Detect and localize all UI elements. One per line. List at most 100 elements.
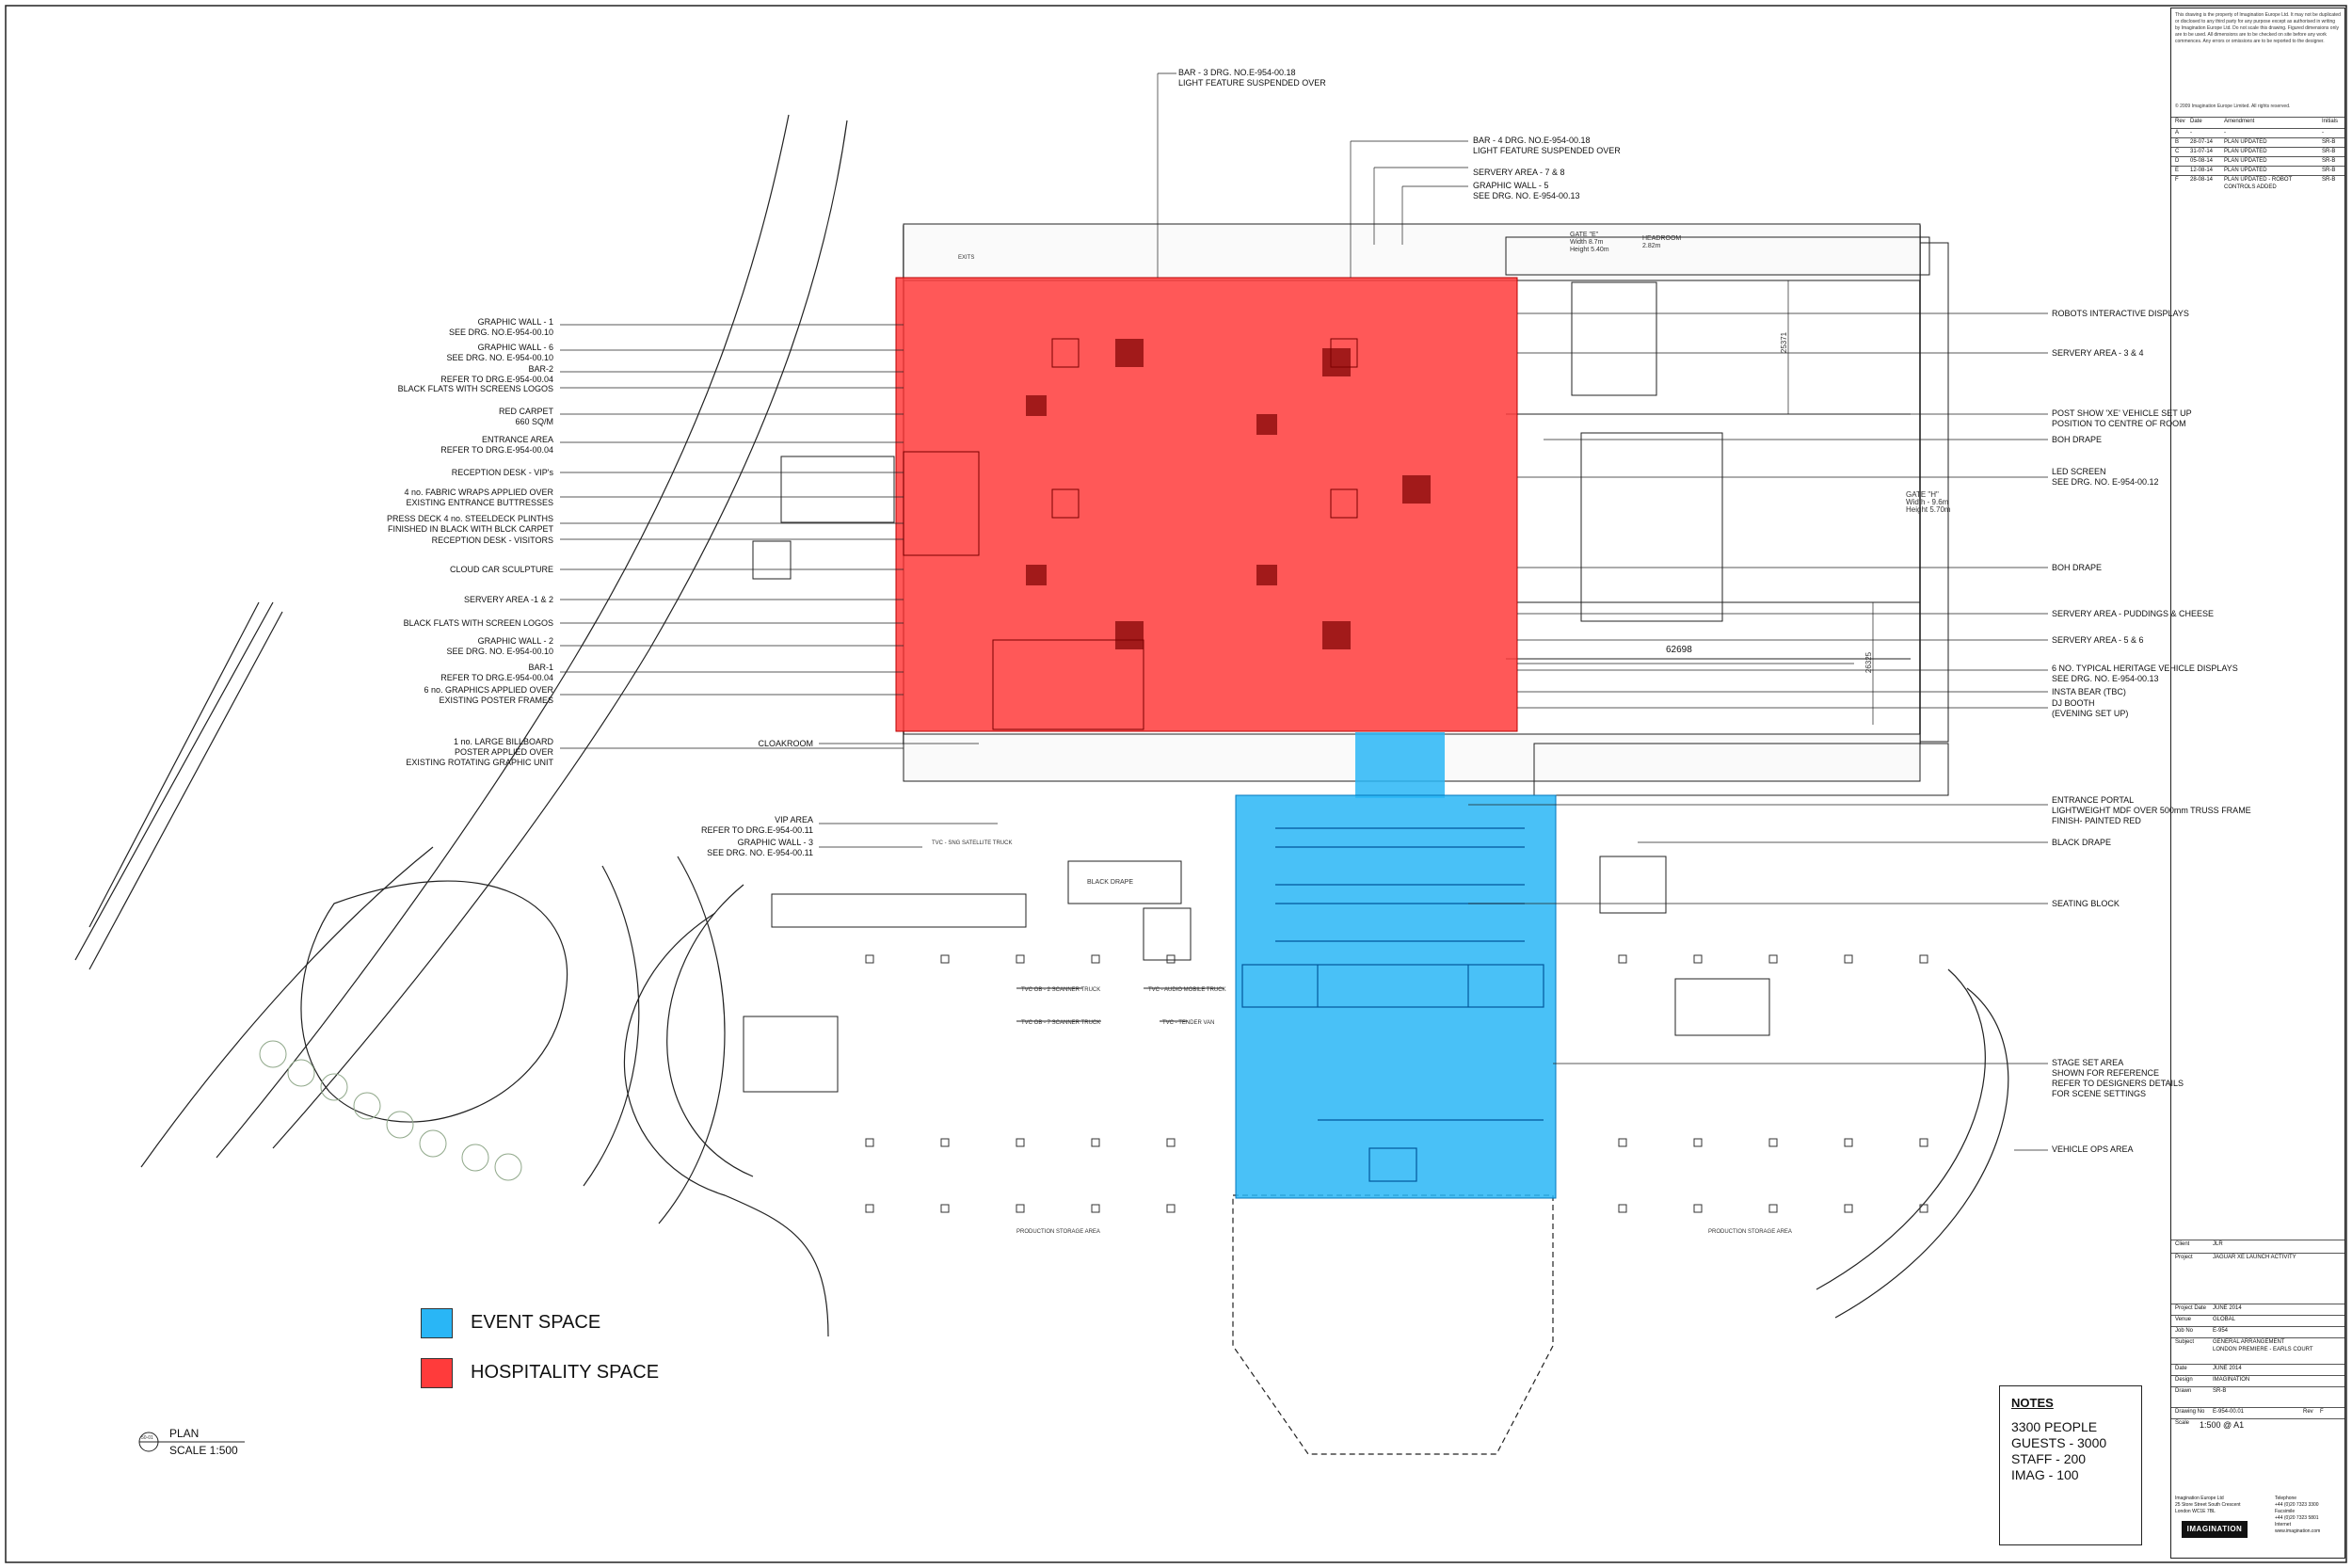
company-row: Imagination Europe Ltd 25 Store Street S… (2171, 1496, 2344, 1534)
exits-label: EXITS (958, 255, 975, 261)
project-label: Project (2175, 1255, 2193, 1260)
plan-ref-number: 50-01 (141, 1435, 153, 1441)
notes-heading: NOTES (2011, 1396, 2054, 1410)
rev-amend: PLAN UPDATED (2224, 158, 2267, 164)
callout-reception-visitors: RECEPTION DESK - VISITORS (431, 536, 553, 545)
callout-bar-4: BAR - 4 DRG. NO.E-954-00.18 LIGHT FEATUR… (1473, 136, 1621, 155)
amendment-col: Amendment (2224, 119, 2255, 124)
callout-graphic-wall-2: GRAPHIC WALL - 2 SEE DRG. NO. E-954-00.1… (446, 636, 553, 656)
revision-row: E 12-08-14 PLAN UPDATED SR-B (2171, 166, 2344, 176)
rev-id: C (2175, 149, 2180, 154)
rev-init: SR-B (2322, 168, 2336, 173)
rev-amend: PLAN UPDATED (2224, 139, 2267, 145)
callout-heritage-vehicles: 6 NO. TYPICAL HERITAGE VEHICLE DISPLAYS … (2052, 664, 2238, 683)
callout-reception-vip: RECEPTION DESK - VIP's (451, 468, 553, 477)
date-value: JUNE 2014 (2213, 1366, 2242, 1371)
callout-servery-3-4: SERVERY AREA - 3 & 4 (2052, 348, 2144, 358)
project-date-row: Project Date JUNE 2014 (2171, 1304, 2344, 1316)
project-date-value: JUNE 2014 (2213, 1305, 2242, 1311)
rev-date: 28-08-14 (2190, 177, 2214, 183)
production-storage-left: PRODUCTION STORAGE AREA (1016, 1229, 1100, 1235)
notes-line: STAFF - 200 (2011, 1451, 2087, 1466)
drawing-no-label: Drawing No (2175, 1409, 2205, 1415)
initials-col: Initials (2322, 119, 2339, 124)
callout-graphic-wall-3: GRAPHIC WALL - 3 SEE DRG. NO. E-954-00.1… (707, 838, 813, 857)
venue-label: Venue (2175, 1317, 2192, 1322)
callout-servery-7-8: SERVERY AREA - 7 & 8 (1473, 168, 1565, 177)
callout-cloakroom: CLOAKROOM (758, 739, 813, 748)
callout-dj-booth: DJ BOOTH (EVENING SET UP) (2052, 698, 2129, 718)
notes-box: NOTES 3300 PEOPLE GUESTS - 3000 STAFF - … (1999, 1385, 2142, 1545)
rev-date: 28-07-14 (2190, 139, 2214, 145)
date-label: Date (2175, 1366, 2187, 1371)
rev-letter-value: F (2320, 1409, 2324, 1415)
rev-init: SR-B (2322, 158, 2336, 164)
callout-press-deck: PRESS DECK 4 no. STEELDECK PLINTHS FINIS… (386, 514, 553, 534)
rev-init: SR-B (2322, 177, 2336, 183)
callout-boh-drape-2: BOH DRAPE (2052, 563, 2103, 572)
rev-amend: - (2224, 130, 2226, 136)
rev-amend: PLAN UPDATED (2224, 149, 2267, 154)
rev-date: 12-08-14 (2190, 168, 2214, 173)
callout-entrance-area: ENTRANCE AREA REFER TO DRG.E-954-00.04 (440, 435, 553, 455)
client-value: JLR (2213, 1241, 2223, 1247)
date-row: Date JUNE 2014 (2171, 1364, 2344, 1376)
scale-value: 1:500 @ A1 (2200, 1420, 2245, 1430)
dimension-25371: 25371 (1780, 331, 1789, 354)
black-drape-label: BLACK DRAPE (1087, 879, 1134, 886)
venue-value: GLOBAL (2213, 1317, 2236, 1322)
rev-id: A (2175, 130, 2180, 136)
revision-row: F 28-08-14 PLAN UPDATED - ROBOT CONTROLS A… (2171, 175, 2344, 191)
rev-id: E (2175, 168, 2180, 173)
headroom-label: HEADROOM 2.82m (1642, 235, 1682, 249)
scanner-truck-7-label: TVC OB - 7 SCANNER TRUCK (1021, 1020, 1101, 1026)
notes-line: IMAG - 100 (2011, 1467, 2079, 1482)
revision-row: A--- (2171, 128, 2344, 138)
rev-letter-label: Rev (2303, 1409, 2313, 1415)
rev-amend: PLAN UPDATED (2224, 168, 2267, 173)
callout-bar-3: BAR - 3 DRG. NO.E-954-00.18 LIGHT FEATUR… (1178, 68, 1326, 88)
callout-insta-bear: INSTA BEAR (TBC) (2052, 687, 2126, 696)
design-value: IMAGINATION (2213, 1377, 2250, 1383)
drawn-label: Drawn (2175, 1388, 2192, 1394)
rev-amend: PLAN UPDATED - ROBOT CONTROLS ADDED (2224, 177, 2293, 190)
callout-servery-puddings: SERVERY AREA - PUDDINGS & CHEESE (2052, 609, 2215, 618)
callout-graphic-wall-1: GRAPHIC WALL - 1 SEE DRG. NO.E-954-00.10 (448, 317, 553, 337)
scale-label: Scale (2175, 1420, 2190, 1426)
job-label: Job No (2175, 1328, 2194, 1334)
rev-id: D (2175, 158, 2180, 164)
callout-servery-5-6: SERVERY AREA - 5 & 6 (2052, 635, 2144, 645)
callout-vehicle-ops: VEHICLE OPS AREA (2052, 1144, 2134, 1154)
job-value: E-954 (2213, 1328, 2229, 1334)
callout-robots-displays: ROBOTS INTERACTIVE DISPLAYS (2052, 309, 2189, 318)
rev-col: Rev (2175, 119, 2185, 124)
rev-date: 31-07-14 (2190, 149, 2214, 154)
date-col: Date (2190, 119, 2202, 124)
design-row: Design IMAGINATION (2171, 1375, 2344, 1387)
rev-date: - (2190, 130, 2192, 136)
revision-header-row: Rev Date Amendment Initials (2171, 117, 2344, 129)
sng-truck-label: TVC - SNG SATELLITE TRUCK (932, 840, 1013, 846)
notes-line: GUESTS - 3000 (2011, 1435, 2107, 1450)
legend-event-swatch (421, 1308, 453, 1338)
legend-hospitality-swatch (421, 1358, 453, 1388)
callout-boh-drape-1: BOH DRAPE (2052, 435, 2103, 444)
callout-graphics-poster-frames: 6 no. GRAPHICS APPLIED OVER EXISTING POS… (424, 685, 553, 705)
callout-bar-2: BAR-2 REFER TO DRG.E-954-00.04 (440, 364, 553, 384)
callout-graphic-wall-5: GRAPHIC WALL - 5 SEE DRG. NO. E-954-00.1… (1473, 181, 1580, 200)
audio-truck-label: TVC - AUDIO MOBILE TRUCK (1148, 987, 1226, 993)
disclaimer-text: This drawing is the property of Imaginat… (2175, 12, 2341, 44)
callout-graphic-wall-6: GRAPHIC WALL - 6 SEE DRG. NO. E-954-00.1… (446, 343, 553, 362)
rev-id: F (2175, 177, 2179, 183)
callout-bar-1: BAR-1 REFER TO DRG.E-954-00.04 (440, 663, 553, 682)
callout-post-show-xe: POST SHOW 'XE' VEHICLE SET UP POSITION T… (2052, 408, 2192, 428)
design-label: Design (2175, 1377, 2193, 1383)
callout-black-flats-logos: BLACK FLATS WITH SCREEN LOGOS (403, 618, 553, 628)
project-date-label: Project Date (2175, 1305, 2207, 1311)
title-block: This drawing is the property of Imaginat… (2170, 8, 2345, 1559)
